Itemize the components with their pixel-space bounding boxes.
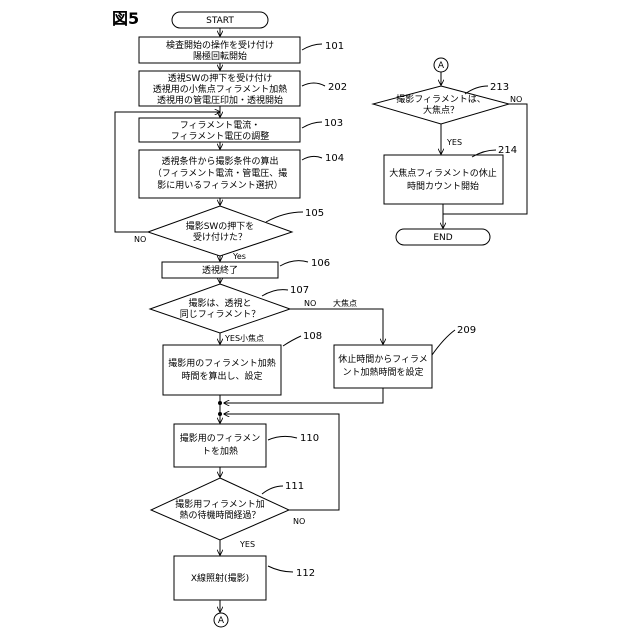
ref-107: 107 — [290, 285, 309, 296]
edge-label-107-no: NO — [304, 299, 316, 308]
step-202-line1: 透視SWの押下を受け付け — [168, 72, 273, 84]
decision-107-line2: 同じフィラメント？ — [180, 309, 261, 320]
ref-105: 105 — [305, 208, 324, 219]
step-104-line3: 影に用いるフィラメント選択） — [157, 179, 283, 191]
ref-213: 213 — [490, 82, 509, 93]
leader-110 — [268, 436, 297, 440]
leader-101 — [302, 44, 322, 50]
decision-111-line2: 熱の待機時間経過？ — [179, 509, 260, 521]
leader-104 — [302, 156, 322, 160]
figure-label: 図5 — [112, 9, 139, 28]
step-110-line1: 撮影用のフィラメン — [180, 432, 261, 444]
decision-111-line1: 撮影用フィラメント加 — [175, 498, 265, 510]
step-103-line2: フィラメント電圧の調整 — [171, 130, 270, 142]
leader-112 — [268, 566, 293, 572]
ref-214: 214 — [498, 145, 517, 156]
edge-label-111-no: NO — [293, 517, 305, 526]
ref-110: 110 — [300, 433, 319, 444]
leader-209 — [432, 330, 455, 355]
decision-105-line1: 撮影SWの押下を — [186, 220, 255, 232]
step-209-box — [334, 345, 432, 388]
decision-213-line2: 大焦点？ — [423, 104, 459, 116]
leader-107 — [262, 290, 288, 296]
ref-104: 104 — [325, 153, 344, 164]
ref-106: 106 — [311, 258, 330, 269]
leader-105 — [266, 212, 303, 222]
step-108-box — [163, 345, 281, 395]
leader-108 — [283, 336, 301, 346]
ref-111: 111 — [285, 481, 304, 492]
step-110-box — [174, 424, 266, 467]
edge-label-105-no: NO — [134, 235, 146, 244]
connector-a-out-label: A — [218, 616, 225, 626]
step-101-line2: 陽極回転開始 — [193, 50, 247, 62]
step-104-line2: （フィラメント電流・管電圧、撮 — [153, 167, 288, 179]
leader-202 — [302, 83, 325, 86]
step-103-line1: フィラメント電流・ — [180, 119, 261, 131]
junction-dot-2 — [218, 412, 222, 416]
edge-label-111-yes: YES — [239, 540, 255, 549]
step-214-line1: 大焦点フィラメントの休止 — [389, 167, 497, 179]
junction-dot-1 — [218, 401, 222, 405]
connector-a-in-label: A — [438, 61, 445, 71]
ref-108: 108 — [303, 331, 322, 342]
edge-label-107-large-focus: 大焦点 — [333, 298, 357, 308]
ref-209: 209 — [457, 325, 476, 336]
ref-112: 112 — [296, 568, 315, 579]
step-214-box — [384, 155, 503, 204]
step-106-label: 透視終了 — [202, 264, 238, 276]
step-108-line2: 時間を算出し、設定 — [181, 370, 262, 382]
end-label: END — [433, 233, 452, 243]
ref-101: 101 — [325, 41, 344, 52]
edge-label-213-no: NO — [510, 95, 522, 104]
step-214-line2: 時間カウント開始 — [407, 180, 479, 192]
edge-label-213-yes: YES — [446, 138, 462, 147]
leader-103 — [302, 122, 322, 128]
decision-213-diamond — [373, 86, 509, 124]
edge-label-107-yes-small-focus: YES小焦点 — [224, 333, 264, 343]
decision-107-line1: 撮影は、透視と — [188, 297, 251, 309]
ref-103: 103 — [324, 118, 343, 129]
step-112-label: X線照射(撮影) — [191, 572, 249, 584]
leader-106 — [280, 261, 308, 266]
step-202-line2: 透視用の小焦点フィラメント加熱 — [153, 83, 288, 95]
step-104-line1: 透視条件から撮影条件の算出 — [161, 155, 278, 167]
ref-202: 202 — [328, 82, 347, 93]
decision-213-line1: 撮影フィラメントは、 — [396, 93, 486, 105]
step-209-line2: ント加熱時間を設定 — [342, 366, 423, 378]
start-label: START — [206, 16, 234, 26]
step-108-line1: 撮影用のフィラメント加熱 — [168, 357, 276, 369]
leader-111 — [262, 486, 283, 494]
step-101-line1: 検査開始の操作を受け付け — [166, 39, 274, 51]
edge-label-105-yes: Yes — [232, 252, 246, 261]
step-110-line2: トを加熱 — [202, 445, 238, 457]
step-202-line3: 透視用の管電圧印加・透視開始 — [157, 94, 283, 106]
step-209-line1: 休止時間からフィラメ — [338, 353, 428, 365]
decision-105-line2: 受け付けた？ — [193, 231, 247, 243]
